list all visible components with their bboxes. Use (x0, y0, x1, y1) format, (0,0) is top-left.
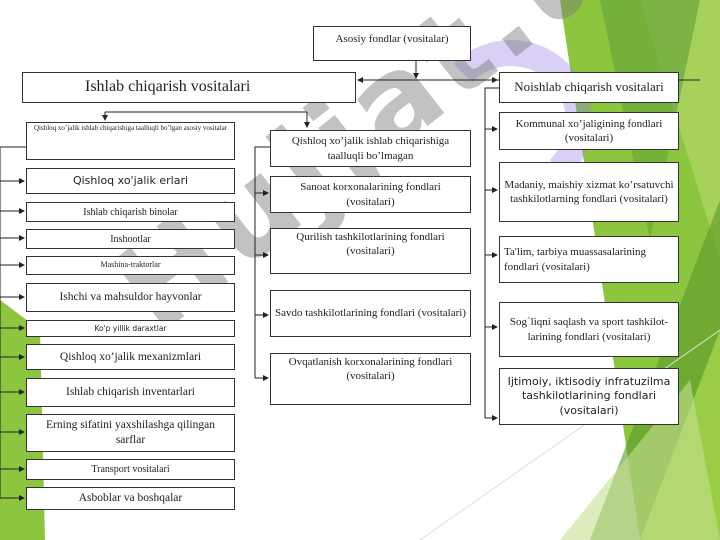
agri-item: Asboblar va boshqalar (26, 487, 235, 510)
production-node: Ishlab chiqarish vositalari (22, 72, 356, 103)
non-production-item: Kommunal xo’jaligining fondlari (vosital… (499, 112, 679, 150)
non-agricultural-node: Qishloq xo’jalik ishlab chiqarishiga taa… (270, 130, 471, 167)
agri-item: Ishchi va mahsuldor hayvonlar (26, 283, 235, 312)
root-node: Asosiy fondlar (vositalar) (313, 26, 471, 61)
agri-item: Transport vositalari (26, 459, 235, 480)
agri-item: Erning sifatini yaxshilashga qilingan sa… (26, 414, 235, 452)
agri-item: Ishlab chiqarish inventarlari (26, 378, 235, 407)
non-agri-item: Ovqatlanish korxonalarining fondlari (vo… (270, 353, 471, 405)
agri-item: Qishloq xo’jalik mexanizmlari (26, 344, 235, 370)
non-production-item: Ta'lim, tarbiya muassasalarining fondlar… (499, 236, 679, 283)
non-production-node: Noishlab chiqarish vositalari (499, 72, 679, 103)
agri-item: Ko'p yillik daraxtlar (26, 320, 235, 337)
non-production-item: Madaniy, maishiy xizmat ko’rsatuvchi tas… (499, 162, 679, 222)
non-agri-item: Savdo tashkilotlarining fondlari (vosita… (270, 290, 471, 337)
agri-item: Ishlab chiqarish binolar (26, 202, 235, 222)
agri-item: Mashina-traktorlar (26, 256, 235, 275)
non-production-item: Ijtimoiy, iktisodiy infratuzilma tashkil… (499, 368, 679, 425)
agri-item: Qishloq xo'jalik erlari (26, 168, 235, 194)
agricultural-node: Qishloq xo’jalik ishlab chiqarishiga taa… (26, 122, 235, 160)
non-agri-item: Sanoat korxonalarining fondlari (vosital… (270, 176, 471, 213)
agri-item: Inshootlar (26, 229, 235, 249)
non-production-item: Sog`liqni saqlash va sport tashkilot-lar… (499, 302, 679, 357)
non-agri-item: Qurilish tashkilotlarining fondlari (vos… (270, 228, 471, 274)
